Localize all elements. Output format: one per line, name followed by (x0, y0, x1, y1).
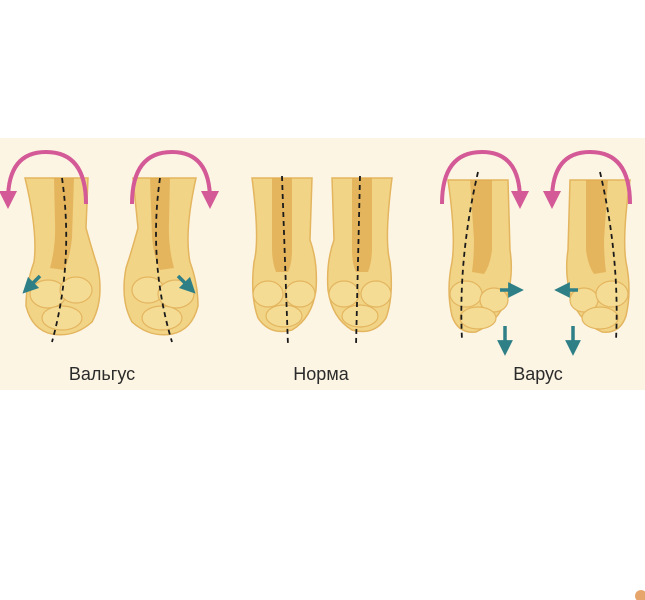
straight-arrow-icon (22, 274, 42, 294)
curved-arrow-icon (440, 149, 529, 209)
curved-arrow-icon (543, 149, 632, 209)
label-varus: Варус (513, 364, 563, 384)
axis-line (281, 175, 289, 347)
corner-dot (635, 590, 645, 600)
curved-arrow-icon (0, 149, 88, 209)
axis-line (155, 177, 173, 343)
valgus-left-foot (0, 149, 101, 343)
varus-left-foot (440, 149, 529, 356)
axis-line (460, 171, 479, 341)
axis-line (355, 175, 361, 347)
curved-arrow-icon (130, 149, 219, 209)
norm-group (251, 175, 393, 347)
varus-right-foot (543, 149, 632, 356)
axis-line (599, 171, 618, 341)
norm-left-foot (251, 175, 318, 347)
varus-group (440, 149, 632, 356)
straight-arrow-icon (176, 274, 196, 294)
background-band (0, 138, 645, 390)
valgus-right-foot (123, 149, 219, 343)
label-valgus: Вальгус (69, 364, 135, 384)
axis-line (51, 177, 68, 343)
norm-right-foot (326, 175, 393, 347)
valgus-group (0, 149, 219, 343)
label-norm: Норма (293, 364, 349, 384)
